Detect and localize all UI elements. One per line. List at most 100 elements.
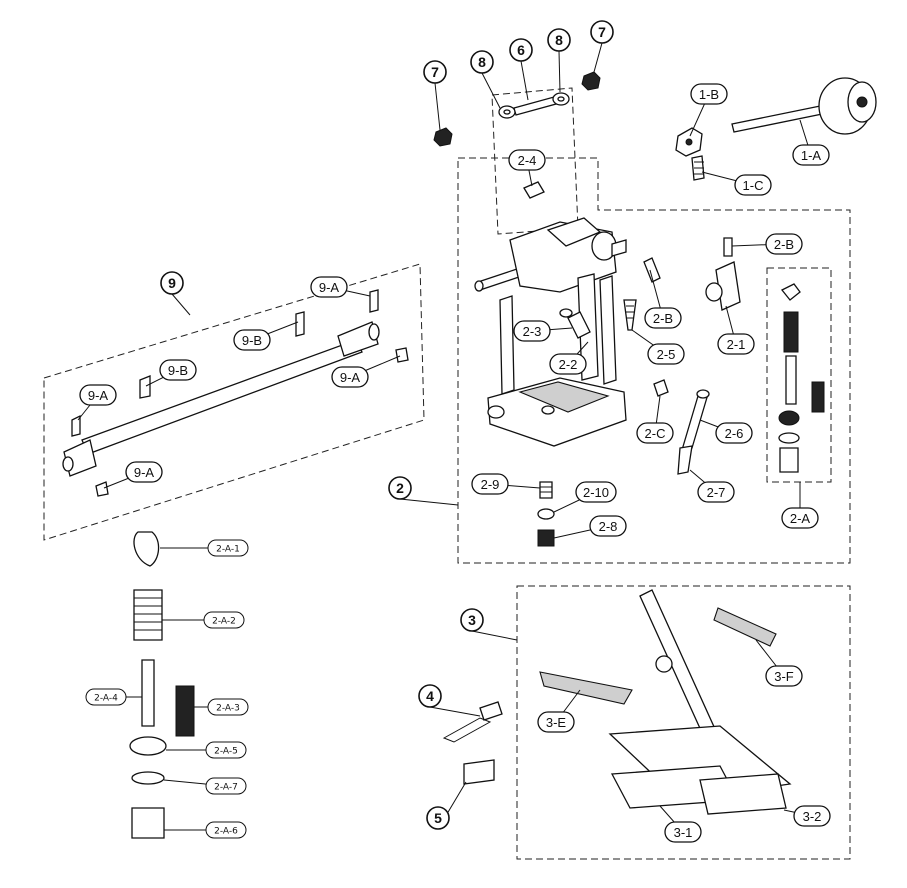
part-label-l-2-5: 2-5 [647,343,685,365]
group-3-box [516,585,851,860]
part-label-l-2-4: 2-4 [508,149,546,171]
label-text: 9-B [242,333,262,348]
spring-assembly-2a [778,283,825,473]
small-label-s-2a7: 2-A-7 [205,777,247,795]
part-label-l-3e: 3-E [537,711,575,733]
small-label-tag [205,777,247,795]
part-label-l-2-10: 2-10 [575,481,617,503]
group-2a-box [766,267,832,483]
label-text: 2-3 [523,324,542,339]
small-label-text: 2-A-5 [214,747,238,757]
callout-number: 4 [426,688,434,704]
part-label-l-2-2: 2-2 [549,353,587,375]
label-text: 3-2 [803,809,822,824]
small-label-s-2a3: 2-A-3 [207,698,249,716]
part-label-l-1b: 1-B [690,83,728,105]
part-label-l-2b-mid: 2-B [644,307,682,329]
label-text: 1-A [801,148,822,163]
small-label-text: 2-A-2 [212,617,236,627]
label-text: 2-C [645,426,666,441]
pedal-frame [474,217,741,547]
part-label-l-2-3: 2-3 [513,320,551,342]
leader-line [434,82,441,131]
callout-number: 6 [517,42,525,58]
part-label-l-2a: 2-A [781,507,819,529]
drive-shaft-9 [62,289,409,497]
key-and-clip [442,701,503,785]
small-label-tag [205,821,247,839]
part-label-l-3-1: 3-1 [664,821,702,843]
part-label-l-9a-bottom: 9-A [125,461,163,483]
callout-circle [470,50,494,74]
callout-c-6: 6 [509,38,533,62]
small-label-tag [207,698,249,716]
callout-number: 3 [468,612,476,628]
label-tag [792,144,830,166]
part-label-l-3-2: 3-2 [793,805,831,827]
leader-line [471,630,518,641]
part-label-l-2-6: 2-6 [715,422,753,444]
callout-c-7b: 7 [590,20,614,44]
small-label-s-2a5: 2-A-5 [205,741,247,759]
label-tag [765,233,803,255]
label-text: 2-5 [657,347,676,362]
leader-line [429,706,481,717]
small-label-s-2a4: 2-A-4 [85,688,127,706]
leader-line [171,293,191,316]
label-tag [310,276,348,298]
small-label-text: 2-A-4 [94,694,118,704]
part-label-l-9a-top: 9-A [310,276,348,298]
small-label-s-2a1: 2-A-1 [207,539,249,557]
beater-assembly [675,77,877,181]
callout-c-2: 2 [388,476,412,500]
label-text: 1-C [743,178,764,193]
callout-number: 5 [434,810,442,826]
callout-circle [388,476,412,500]
label-tag [125,461,163,483]
callout-number: 7 [431,64,439,80]
label-text: 9-A [319,280,340,295]
label-tag [79,384,117,406]
footboard-3 [539,589,792,815]
part-label-l-2-1: 2-1 [717,333,755,355]
label-tag [717,333,755,355]
callout-c-4: 4 [418,684,442,708]
label-tag [537,711,575,733]
label-text: 2-2 [559,357,578,372]
callout-circle [160,271,184,295]
callout-number: 7 [598,24,606,40]
small-label-tag [85,688,127,706]
label-tag [331,366,369,388]
label-tag [644,307,682,329]
label-tag [781,507,819,529]
group-2-box [457,157,851,564]
callout-circle [590,20,614,44]
label-tag [647,343,685,365]
label-tag [690,83,728,105]
leader-line [593,42,603,73]
small-label-tag [203,611,245,629]
part-label-l-9a-right: 9-A [331,366,369,388]
callout-circle [423,60,447,84]
part-label-l-3f: 3-F [765,665,803,687]
label-text: 3-1 [674,825,693,840]
callout-number: 8 [555,32,563,48]
part-label-l-1a: 1-A [792,144,830,166]
part-label-l-9b-left: 9-B [159,359,197,381]
callout-circle [460,608,484,632]
callout-number: 2 [396,480,404,496]
small-label-text: 2-A-6 [214,827,238,837]
label-text: 1-B [699,87,719,102]
label-tag [233,329,271,351]
label-tag [513,320,551,342]
callout-c-5: 5 [426,806,450,830]
callout-c-3: 3 [460,608,484,632]
label-text: 2-10 [583,485,609,500]
label-text: 2-9 [481,477,500,492]
label-text: 2-6 [725,426,744,441]
label-tag [508,149,546,171]
callout-c-7a: 7 [423,60,447,84]
